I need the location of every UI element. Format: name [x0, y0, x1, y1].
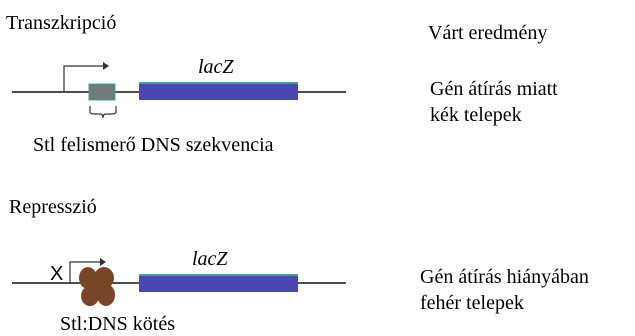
bottom-result-line2: fehér telepek [420, 292, 524, 314]
site-brace [89, 106, 117, 119]
top-promoter-arrow [63, 62, 109, 92]
repression-heading: Represszió [9, 196, 97, 218]
top-result-line2: kék telepek [430, 104, 522, 126]
bottom-lacz-gene [139, 275, 298, 292]
stl-repressor-protein [79, 267, 115, 306]
bottom-lacz-label: lacZ [192, 248, 228, 270]
top-lacz-label: lacZ [198, 56, 234, 78]
stl-recognition-site [88, 83, 116, 101]
bottom-result-line1: Gén átírás hiányában [420, 266, 589, 288]
transcription-heading: Transzkripció [6, 12, 117, 34]
transcription-block-mark: X [50, 263, 64, 285]
bottom-promoter-arrow [69, 258, 106, 283]
stl-recognition-label: Stl felismerő DNS szekvencia [33, 134, 274, 156]
stl-dna-binding-label: Stl:DNS kötés [60, 313, 176, 335]
top-lacz-gene [139, 83, 298, 100]
expected-result-heading: Várt eredmény [428, 22, 548, 44]
top-result-line1: Gén átírás miatt [430, 78, 558, 100]
